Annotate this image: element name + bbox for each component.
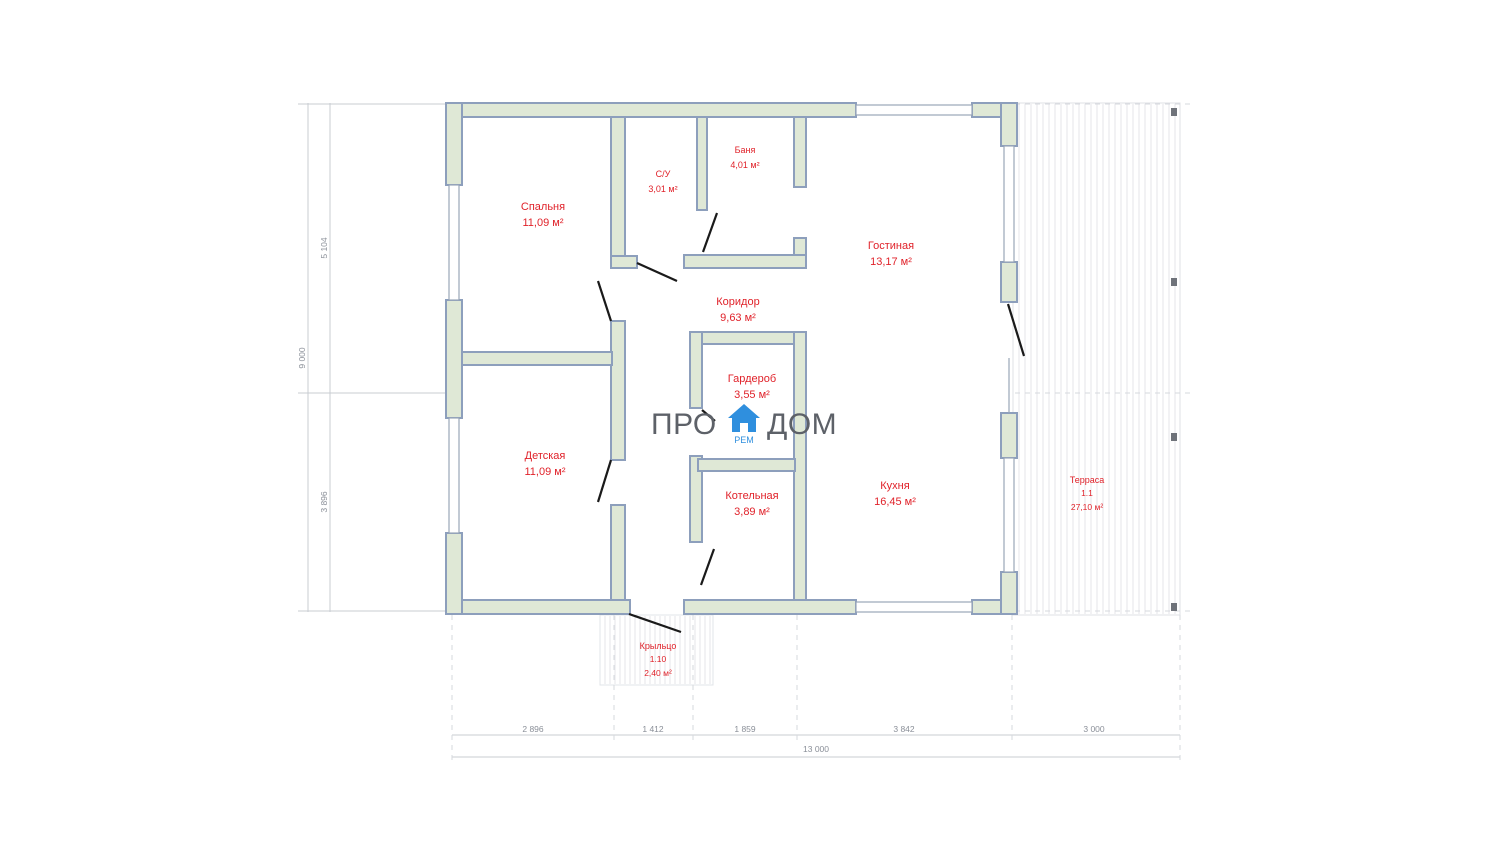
dim-left-2: 3 896 — [319, 491, 329, 513]
room-area-kids: 11,09 м² — [525, 466, 566, 478]
watermark-logo: ПРО РЕМ ДОМ — [651, 404, 837, 445]
dim-bottom-5: 3 000 — [1083, 724, 1105, 734]
room-name-kids: Детская — [525, 450, 566, 462]
porch-hatching — [599, 614, 714, 686]
room-area-bedroom: 11,09 м² — [523, 217, 564, 229]
dim-bottom-1: 2 896 — [522, 724, 544, 734]
terrace-area: 27,10 м² — [1071, 502, 1103, 512]
dimension-lines — [298, 103, 1195, 762]
dim-bottom-2: 1 412 — [642, 724, 664, 734]
room-name-bedroom: Спальня — [521, 201, 565, 213]
room-area-sauna: 4,01 м² — [730, 160, 759, 170]
doors — [596, 212, 1026, 634]
dimension-labels: 2 896 1 412 1 859 3 842 3 000 13 000 5 1… — [297, 237, 1105, 754]
dim-bottom-4: 3 842 — [893, 724, 915, 734]
terrace-posts — [1171, 108, 1177, 611]
room-name-living: Гостиная — [868, 240, 914, 252]
dim-left-1: 5 104 — [319, 237, 329, 259]
room-name-sauna: Баня — [735, 145, 756, 155]
logo-right-text: ДОМ — [767, 408, 837, 441]
house-icon — [728, 404, 760, 432]
room-name-boiler: Котельная — [725, 490, 778, 502]
room-area-kitchen: 16,45 м² — [874, 496, 916, 508]
room-area-wardrobe: 3,55 м² — [734, 389, 770, 401]
room-area-bathroom: 3,01 м² — [648, 184, 677, 194]
interior-walls — [461, 116, 807, 601]
logo-left-text: ПРО — [651, 408, 717, 441]
room-area-living: 13,17 м² — [870, 256, 912, 268]
terrace-name: Терраса — [1070, 475, 1105, 485]
room-labels: Спальня 11,09 м² С/У 3,01 м² Баня 4,01 м… — [521, 145, 1104, 678]
room-area-corridor: 9,63 м² — [720, 312, 756, 324]
room-name-wardrobe: Гардероб — [728, 373, 776, 385]
room-name-kitchen: Кухня — [880, 480, 909, 492]
room-area-boiler: 3,89 м² — [734, 506, 770, 518]
logo-sub-text: РЕМ — [734, 435, 754, 445]
terrace-code: 1.1 — [1081, 488, 1093, 498]
porch-area: 2,40 м² — [644, 668, 672, 678]
porch-code: 1.10 — [650, 654, 667, 664]
exterior-walls — [445, 102, 1018, 615]
windows — [448, 104, 1015, 613]
room-name-bathroom: С/У — [656, 169, 671, 179]
dim-bottom-total: 13 000 — [803, 744, 829, 754]
dim-bottom-3: 1 859 — [734, 724, 756, 734]
terrace-hatching — [1012, 102, 1181, 616]
dim-left-total: 9 000 — [297, 347, 307, 369]
porch-name: Крыльцо — [640, 641, 677, 651]
room-name-corridor: Коридор — [716, 296, 759, 308]
